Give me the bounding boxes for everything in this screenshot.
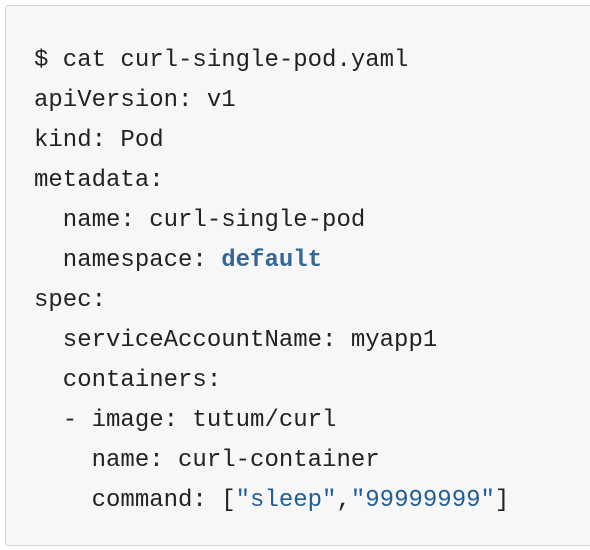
code-line: kind: Pod — [34, 121, 509, 161]
code-token: name: curl-container — [34, 447, 380, 474]
code-token-string: "sleep" — [235, 487, 337, 514]
code-line: serviceAccountName: myapp1 — [34, 321, 509, 361]
code-token: apiVersion: v1 — [34, 87, 236, 114]
code-token: command: [ — [34, 487, 236, 514]
code-line: name: curl-container — [34, 441, 509, 481]
code-line: metadata: — [34, 161, 509, 201]
code-line: $ cat curl-single-pod.yaml — [34, 41, 509, 81]
code-line: spec: — [34, 281, 509, 321]
code-token: , — [336, 487, 351, 514]
code-line: command: ["sleep","99999999"] — [34, 481, 510, 521]
code-token: metadata: — [34, 167, 164, 194]
code-line: name: curl-single-pod — [34, 201, 509, 241]
code-line: containers: — [34, 361, 509, 401]
code-token: spec: — [34, 287, 107, 314]
code-token: $ cat curl-single-pod.yaml — [34, 47, 409, 74]
code-token: namespace: — [34, 247, 222, 274]
code-token: - image: tutum/curl — [34, 407, 337, 434]
code-token: kind: Pod — [34, 127, 164, 154]
code-token: ] — [494, 487, 510, 514]
code-line: namespace: default — [34, 241, 509, 281]
code-line: - image: tutum/curl — [34, 401, 509, 441]
code-token: name: curl-single-pod — [34, 207, 366, 234]
code-token: serviceAccountName: myapp1 — [34, 327, 438, 354]
code-panel: $ cat curl-single-pod.yaml apiVersion: v1… — [5, 5, 590, 546]
code-token: containers: — [34, 367, 222, 394]
code-line: apiVersion: v1 — [34, 81, 509, 121]
code-block: $ cat curl-single-pod.yaml apiVersion: v1… — [34, 41, 509, 521]
code-token-string: "99999999" — [350, 487, 495, 514]
code-token-keyword: default — [221, 247, 323, 274]
